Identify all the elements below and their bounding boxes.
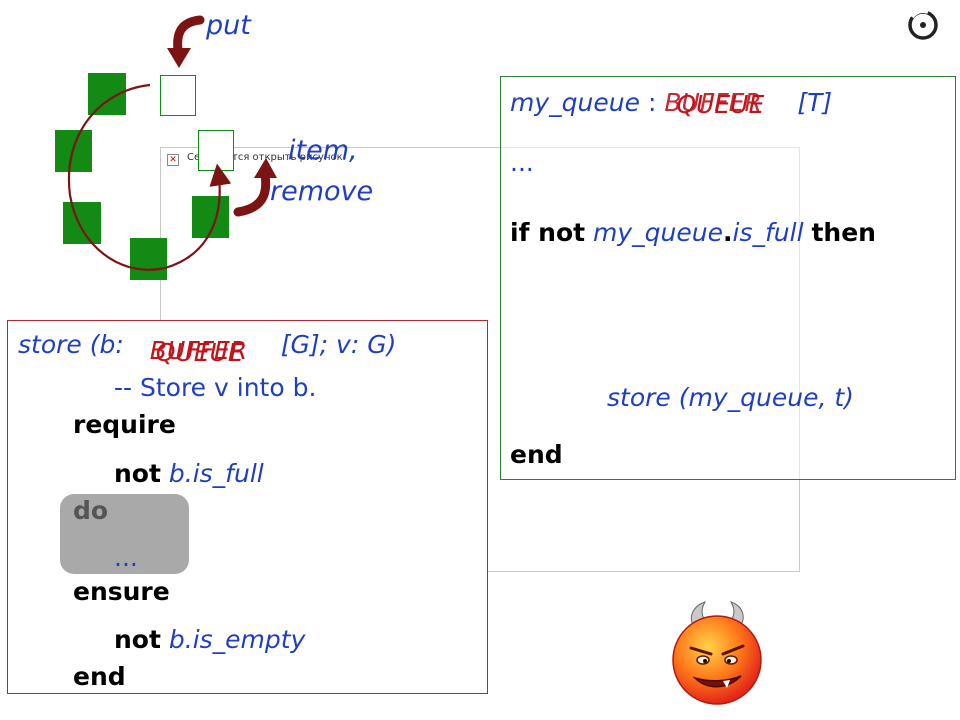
client-generic: [T] (797, 88, 833, 117)
client-then-keyword: then (811, 218, 876, 247)
queue-cell-filled (130, 238, 167, 280)
client-cond-dot: . (723, 218, 733, 247)
client-call-args: (my_queue, t) (678, 383, 854, 412)
client-end-keyword: end (510, 440, 563, 469)
supplier-type-overlay: QUEUE (155, 338, 244, 367)
client-type-overlay: QUEUE (676, 90, 765, 119)
queue-cell-empty (160, 75, 196, 116)
supplier-routine-name: store (18, 330, 82, 359)
client-cond-obj: my_queue (593, 218, 723, 247)
broken-image-caption: Се... дается открыть рисунок. (187, 152, 346, 163)
client-store-call: store (my_queue, t) (607, 383, 854, 413)
supplier-comment: -- Store v into b. (114, 373, 317, 402)
do-keyword: do (73, 496, 109, 525)
client-var: my_queue (510, 88, 640, 117)
item-label: item, (288, 135, 358, 166)
do-block-highlight (60, 494, 189, 574)
client-cond-feature: is_full (732, 218, 804, 247)
circular-queue-arrow-icon (67, 83, 232, 271)
client-colon: : (647, 88, 657, 117)
do-ellipsis: ... (114, 543, 138, 572)
broken-image-icon: ✕ (167, 154, 179, 166)
client-if-line: if not my_queue.is_full then (510, 218, 876, 248)
supplier-end-keyword: end (73, 662, 126, 691)
client-call-name: store (607, 383, 671, 412)
post-not-keyword: not (114, 625, 161, 654)
pre-not-keyword: not (114, 459, 161, 488)
remove-label: remove (270, 176, 374, 207)
devil-face-icon (672, 601, 762, 705)
client-code-box (500, 76, 956, 480)
queue-cell-filled (63, 202, 101, 244)
eiffel-logo-icon (908, 8, 938, 40)
client-ellipsis: ... (510, 148, 534, 177)
remove-arrow-icon (233, 158, 277, 217)
supplier-type-under: BUFFER (149, 336, 248, 365)
supplier-sig-open: (b: (89, 330, 124, 359)
ensure-keyword: ensure (73, 577, 170, 606)
put-arrow-icon (167, 15, 205, 68)
require-keyword: require (73, 410, 176, 439)
put-label: put (206, 10, 251, 41)
client-if-keyword: if not (510, 218, 586, 247)
pre-expression: b.is_full (168, 459, 264, 488)
client-type-under: BUFFER (664, 88, 762, 117)
post-expression: b.is_empty (168, 625, 306, 654)
precondition: not b.is_full (114, 459, 264, 489)
supplier-sig-rest: [G]; v: G) (280, 330, 397, 359)
postcondition: not b.is_empty (114, 625, 305, 655)
